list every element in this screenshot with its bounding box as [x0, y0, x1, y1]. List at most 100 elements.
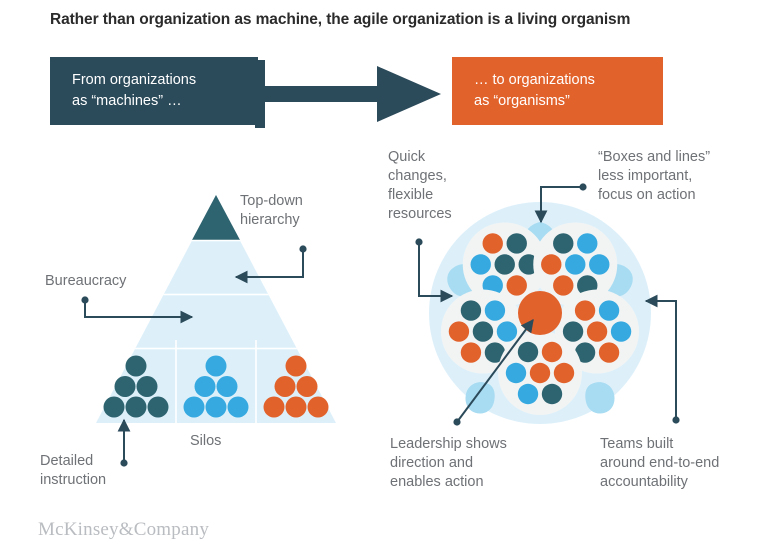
- team-top-left-dot: [506, 275, 527, 296]
- team-top-left-dot: [494, 254, 515, 275]
- banner-to-organisms: … to organizations as “organisms”: [452, 57, 663, 125]
- leader-top-down-hierarchy: [234, 249, 304, 284]
- silo-middle-dot: [205, 355, 227, 377]
- team-top-left-backdrop: [462, 222, 547, 307]
- team-right-dot: [598, 342, 620, 363]
- team-top-right-dot: [541, 254, 562, 275]
- team-left-backdrop: [440, 289, 525, 374]
- team-bottom-dot: [529, 362, 551, 384]
- label-silos: Silos: [190, 433, 222, 449]
- label-top-down-hierarchy: Top-down hierarchy: [240, 193, 303, 228]
- silo-middle-dot: [205, 396, 227, 418]
- team-top-right-dot: [577, 233, 598, 254]
- silo-right-dot: [285, 396, 307, 418]
- silo-right-dot: [296, 376, 318, 397]
- leader-dot-teams-built: [672, 416, 680, 424]
- team-top-right: [533, 222, 618, 307]
- team-left-dot: [472, 321, 494, 342]
- silo-middle: [183, 355, 249, 418]
- team-right-dot: [598, 300, 620, 321]
- team-right-backdrop: [555, 289, 640, 374]
- label-leadership-shows: Leadership shows direction and enables a…: [390, 436, 507, 490]
- team-top-left-dot: [518, 254, 539, 275]
- leader-leadership-shows: [456, 318, 534, 423]
- team-right-dot: [574, 342, 596, 363]
- organism-center-circle: [518, 291, 562, 335]
- leader-dot-top-down: [299, 245, 307, 253]
- silo-left-dot: [125, 355, 147, 377]
- team-top-right-dot: [589, 254, 610, 275]
- banner-left-line1: From organizations: [72, 72, 197, 89]
- team-right: [555, 289, 640, 374]
- label-quick-changes: Quick changes, flexible resources: [388, 149, 452, 222]
- leader-dot-quick-changes: [415, 238, 423, 246]
- silo-left-dot: [136, 376, 158, 397]
- leader-dot-leadership: [453, 418, 461, 426]
- silo-right: [263, 355, 329, 418]
- page-title: Rather than organization as machine, the…: [50, 11, 631, 28]
- banner-right-line2: as “organisms”: [474, 93, 570, 109]
- banner-right-line1: … to organizations: [474, 72, 595, 89]
- silo-right-dot: [274, 376, 296, 397]
- banner-left-line2: as “machines” …: [72, 93, 182, 109]
- team-bottom-backdrop: [498, 331, 582, 415]
- team-top-left-dot: [506, 233, 527, 254]
- team-left-dot: [484, 342, 506, 363]
- silo-left-dot: [125, 396, 147, 418]
- leader-boxes-and-lines: [534, 186, 583, 224]
- team-left: [440, 289, 525, 374]
- callout-leaders: [81, 183, 680, 467]
- team-left-dot: [484, 300, 506, 321]
- team-top-right-dot: [577, 275, 598, 296]
- silo-right-dot: [307, 396, 329, 418]
- silo-middle-dot: [183, 396, 205, 418]
- team-bottom-dot: [517, 383, 539, 405]
- team-bottom-dot: [541, 383, 563, 405]
- leader-quick-changes: [418, 242, 454, 303]
- team-top-right-dot: [553, 275, 574, 296]
- pyramid-apex: [192, 195, 240, 240]
- leader-dot-boxes-lines: [579, 183, 587, 191]
- mckinsey-logo: McKinsey&Company: [38, 519, 210, 540]
- silo-left: [103, 355, 169, 418]
- team-bottom-dot: [505, 362, 527, 384]
- label-teams-built: Teams built around end-to-end accountabi…: [600, 436, 720, 490]
- pyramid-graphic: [96, 195, 336, 423]
- team-right-dot: [574, 300, 596, 321]
- label-detailed-instruction: Detailed instruction: [40, 453, 107, 488]
- team-top-left-dot: [482, 275, 503, 296]
- silo-right-dot: [263, 396, 285, 418]
- team-left-dot: [460, 300, 482, 321]
- team-left-dot: [460, 342, 482, 363]
- leader-dot-bureaucracy: [81, 296, 89, 304]
- silo-middle-dot: [227, 396, 249, 418]
- team-right-dot: [562, 321, 584, 342]
- organism-petals: [447, 222, 633, 414]
- silo-middle-dot: [216, 376, 238, 397]
- team-top-left-dot: [482, 233, 503, 254]
- leader-bureaucracy: [84, 300, 194, 324]
- team-top-left: [462, 222, 547, 307]
- silo-left-dot: [114, 376, 136, 397]
- team-left-dot: [448, 321, 470, 342]
- team-top-right-backdrop: [533, 222, 618, 307]
- label-bureaucracy: Bureaucracy: [45, 273, 127, 289]
- leader-teams-built: [644, 294, 677, 420]
- silo-left-dot: [103, 396, 125, 418]
- organism-graphic: [429, 202, 651, 424]
- team-top-right-dot: [553, 233, 574, 254]
- banner-from-machines: From organizations as “machines” …: [50, 57, 258, 125]
- team-right-dot: [610, 321, 632, 342]
- organism-outer-circle: [429, 202, 651, 424]
- transition-arrow-icon: [255, 60, 441, 128]
- team-top-right-dot: [565, 254, 586, 275]
- silo-middle-dot: [194, 376, 216, 397]
- team-bottom: [498, 331, 582, 415]
- team-bottom-dot: [541, 341, 563, 363]
- silo-right-dot: [285, 355, 307, 377]
- label-boxes-and-lines: “Boxes and lines” less important, focus …: [598, 149, 711, 203]
- team-right-dot: [586, 321, 608, 342]
- team-top-left-dot: [470, 254, 491, 275]
- team-bottom-dot: [553, 362, 575, 384]
